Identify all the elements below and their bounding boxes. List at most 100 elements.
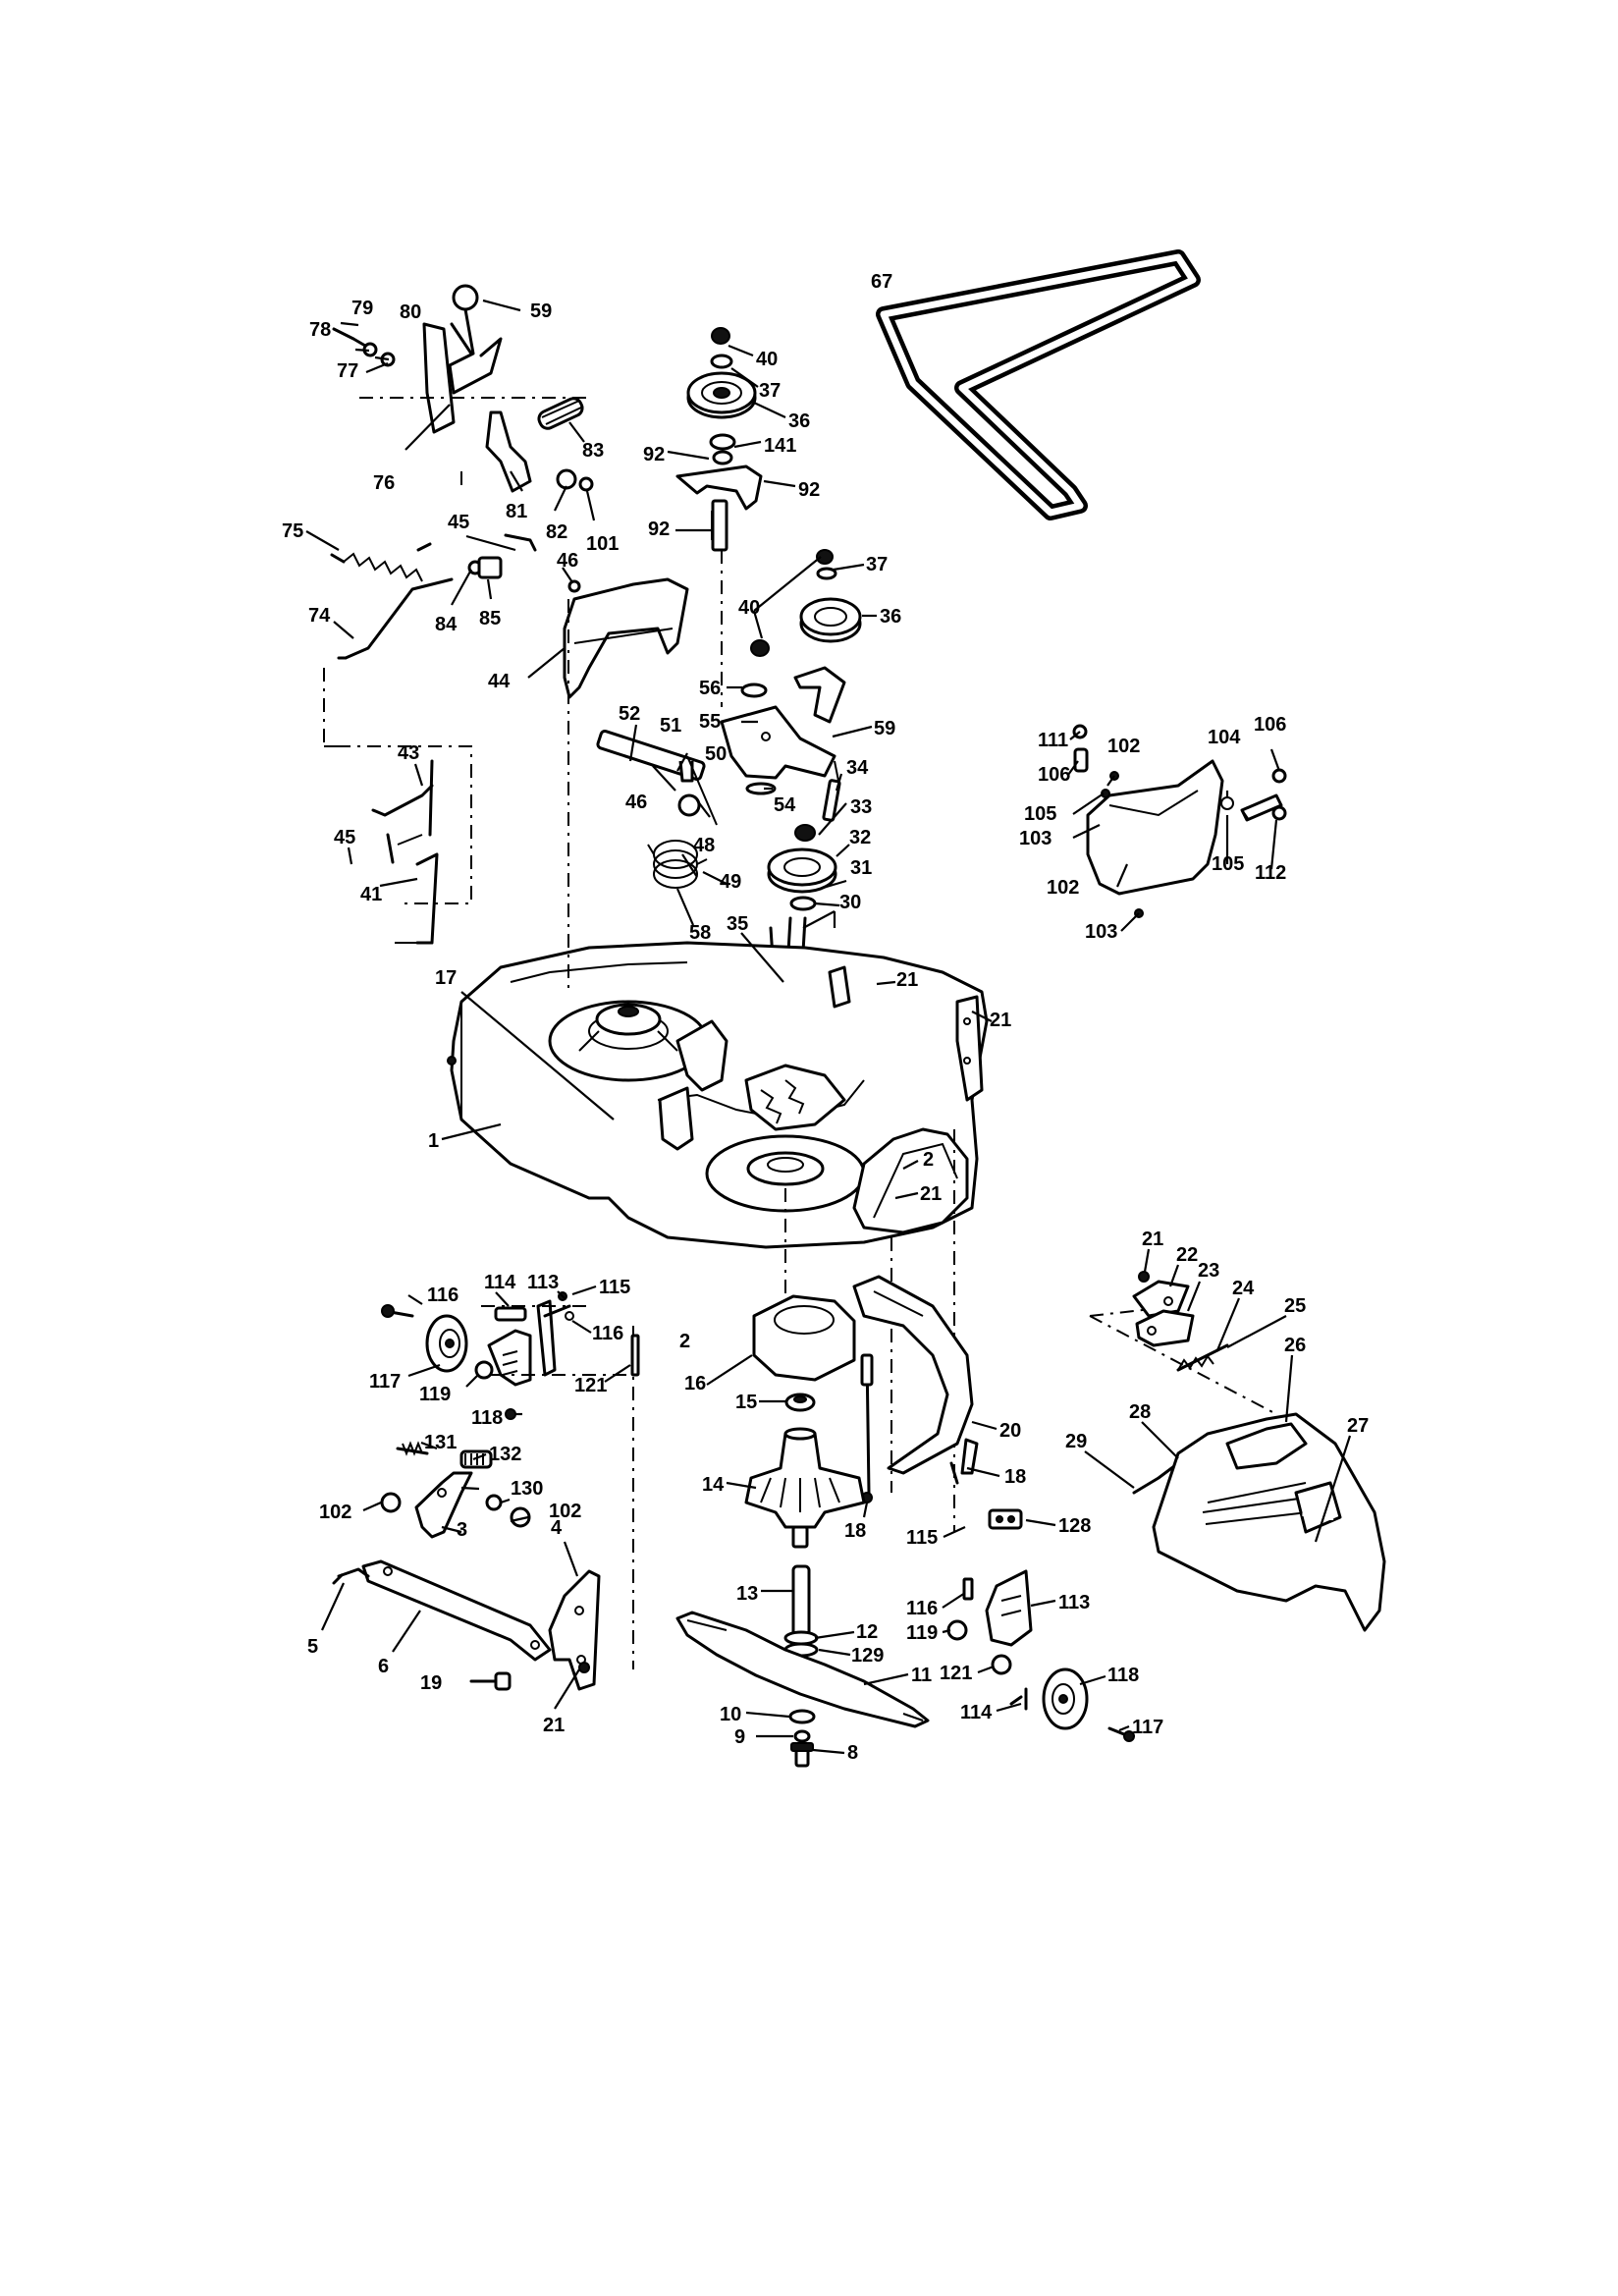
callout-18b: 18: [1004, 1466, 1026, 1488]
callout-3: 3: [457, 1519, 467, 1541]
callout-117b: 118: [1107, 1665, 1139, 1686]
callout-23: 23: [1198, 1260, 1219, 1282]
callout-28: 28: [1129, 1401, 1151, 1423]
callout-15: 15: [735, 1392, 757, 1413]
callout-22: 22: [1176, 1244, 1198, 1266]
callout-40a: 40: [756, 349, 778, 370]
callout-54: 54: [774, 794, 796, 816]
callout-101: 102: [1047, 877, 1079, 899]
discharge-chute: 42: [1134, 1272, 1384, 1630]
callout-82: 85: [479, 608, 501, 629]
callout-12: 12: [856, 1621, 878, 1643]
callout-25: 25: [1284, 1295, 1306, 1317]
callout-41: 41: [360, 884, 382, 905]
deck-lift-link: [334, 1444, 599, 1689]
right-gauge-wheel: [948, 1510, 1134, 1741]
callout-51: 50: [705, 743, 727, 765]
callout-112: 113: [1058, 1592, 1090, 1613]
callout-79: 82: [546, 521, 567, 543]
callout-53: 52: [619, 703, 640, 725]
callout-78: 81: [506, 501, 527, 522]
deck-baffle: [854, 1277, 977, 1503]
callout-21d: 21: [543, 1715, 565, 1736]
callout-73: 76: [373, 472, 395, 494]
callout-26: 26: [1284, 1335, 1306, 1356]
callout-102a: 102: [1107, 736, 1140, 757]
callout-34: 34: [846, 757, 869, 779]
callout-43: 43: [398, 742, 419, 764]
callout-1: 1: [428, 1130, 439, 1152]
callout-29: 29: [1065, 1431, 1087, 1452]
callout-4: 4: [551, 1517, 563, 1539]
callout-50: 49: [720, 871, 741, 893]
callout-113b: 114: [960, 1702, 993, 1723]
lift-handle-assembly: [334, 286, 592, 491]
callout-102b: 103: [1085, 921, 1117, 943]
callout-116a: 116: [427, 1285, 458, 1306]
callout-75: 78: [309, 319, 331, 341]
callout-44: 44: [488, 671, 511, 692]
idler-pulley-lower: [597, 550, 860, 825]
torsion-spring: [648, 841, 707, 888]
callout-36b: 36: [880, 606, 901, 628]
callout-24: 24: [1232, 1278, 1255, 1299]
callout-13: 13: [736, 1583, 758, 1605]
callout-52: 51: [660, 715, 681, 737]
callout-2a: 2: [923, 1149, 934, 1171]
callout-84: 92: [798, 479, 820, 501]
callout-74: 77: [337, 360, 358, 382]
callout-115b: 116: [906, 1598, 938, 1619]
callout-83: 92: [643, 444, 665, 465]
callout-121a: 121: [574, 1375, 607, 1396]
callout-104a: 105: [1024, 803, 1056, 825]
callout-55: 55: [699, 711, 721, 733]
callout-45a: 45: [448, 512, 469, 533]
blade-assembly: [677, 1566, 928, 1766]
callout-49: 48: [693, 835, 715, 856]
discharge-deflector-upper: [1074, 726, 1285, 917]
callout-116b: 117: [1132, 1717, 1163, 1738]
callout-80: 83: [582, 440, 604, 462]
drive-belt: [884, 257, 1193, 513]
callout-33: 33: [850, 796, 872, 818]
lift-springs-and-rods: [324, 535, 535, 943]
callout-46: 46: [557, 550, 578, 572]
callout-20: 20: [999, 1420, 1021, 1442]
callout-106b: 112: [1255, 862, 1286, 884]
callout-92c: 102: [319, 1502, 351, 1523]
callout-45b: 45: [334, 827, 355, 848]
callout-121b: 128: [1058, 1515, 1091, 1537]
callout-59: 59: [874, 718, 895, 739]
callout-5: 5: [307, 1636, 318, 1658]
idler-pulley-upper: [677, 328, 761, 550]
callout-9: 9: [734, 1726, 745, 1748]
callout-19: 19: [420, 1672, 442, 1694]
callout-105b: 106: [1254, 714, 1286, 736]
callout-81: 84: [435, 614, 458, 635]
drive-pulley-stack: [769, 825, 836, 1002]
callout-58: 58: [689, 922, 711, 944]
callout-leaders: [306, 301, 1350, 1753]
callout-35: 35: [727, 913, 748, 935]
callout-114b: 115: [906, 1527, 938, 1549]
callout-117a: 117: [369, 1371, 401, 1393]
callout-31: 31: [850, 857, 872, 879]
callout-130: 131: [424, 1432, 457, 1453]
callout-67: 59: [530, 301, 552, 322]
callout-115a: 116: [592, 1323, 623, 1344]
callout-18a: 18: [844, 1520, 866, 1542]
callout-36a: 36: [788, 410, 810, 432]
callout-32: 32: [849, 827, 871, 848]
callout-37a: 37: [759, 380, 781, 402]
callout-68: 67: [871, 271, 892, 293]
callout-30: 30: [839, 892, 861, 913]
callout-77: 80: [400, 301, 421, 323]
callout-10: 10: [720, 1704, 741, 1725]
callout-85: 92: [648, 519, 670, 540]
callout-8: 8: [847, 1742, 858, 1764]
callout-131: 132: [489, 1444, 521, 1465]
callout-104b: 105: [1212, 853, 1244, 875]
callout-17: 17: [435, 967, 457, 989]
callout-118b: 119: [906, 1622, 938, 1644]
callout-119b: 121: [940, 1663, 972, 1684]
